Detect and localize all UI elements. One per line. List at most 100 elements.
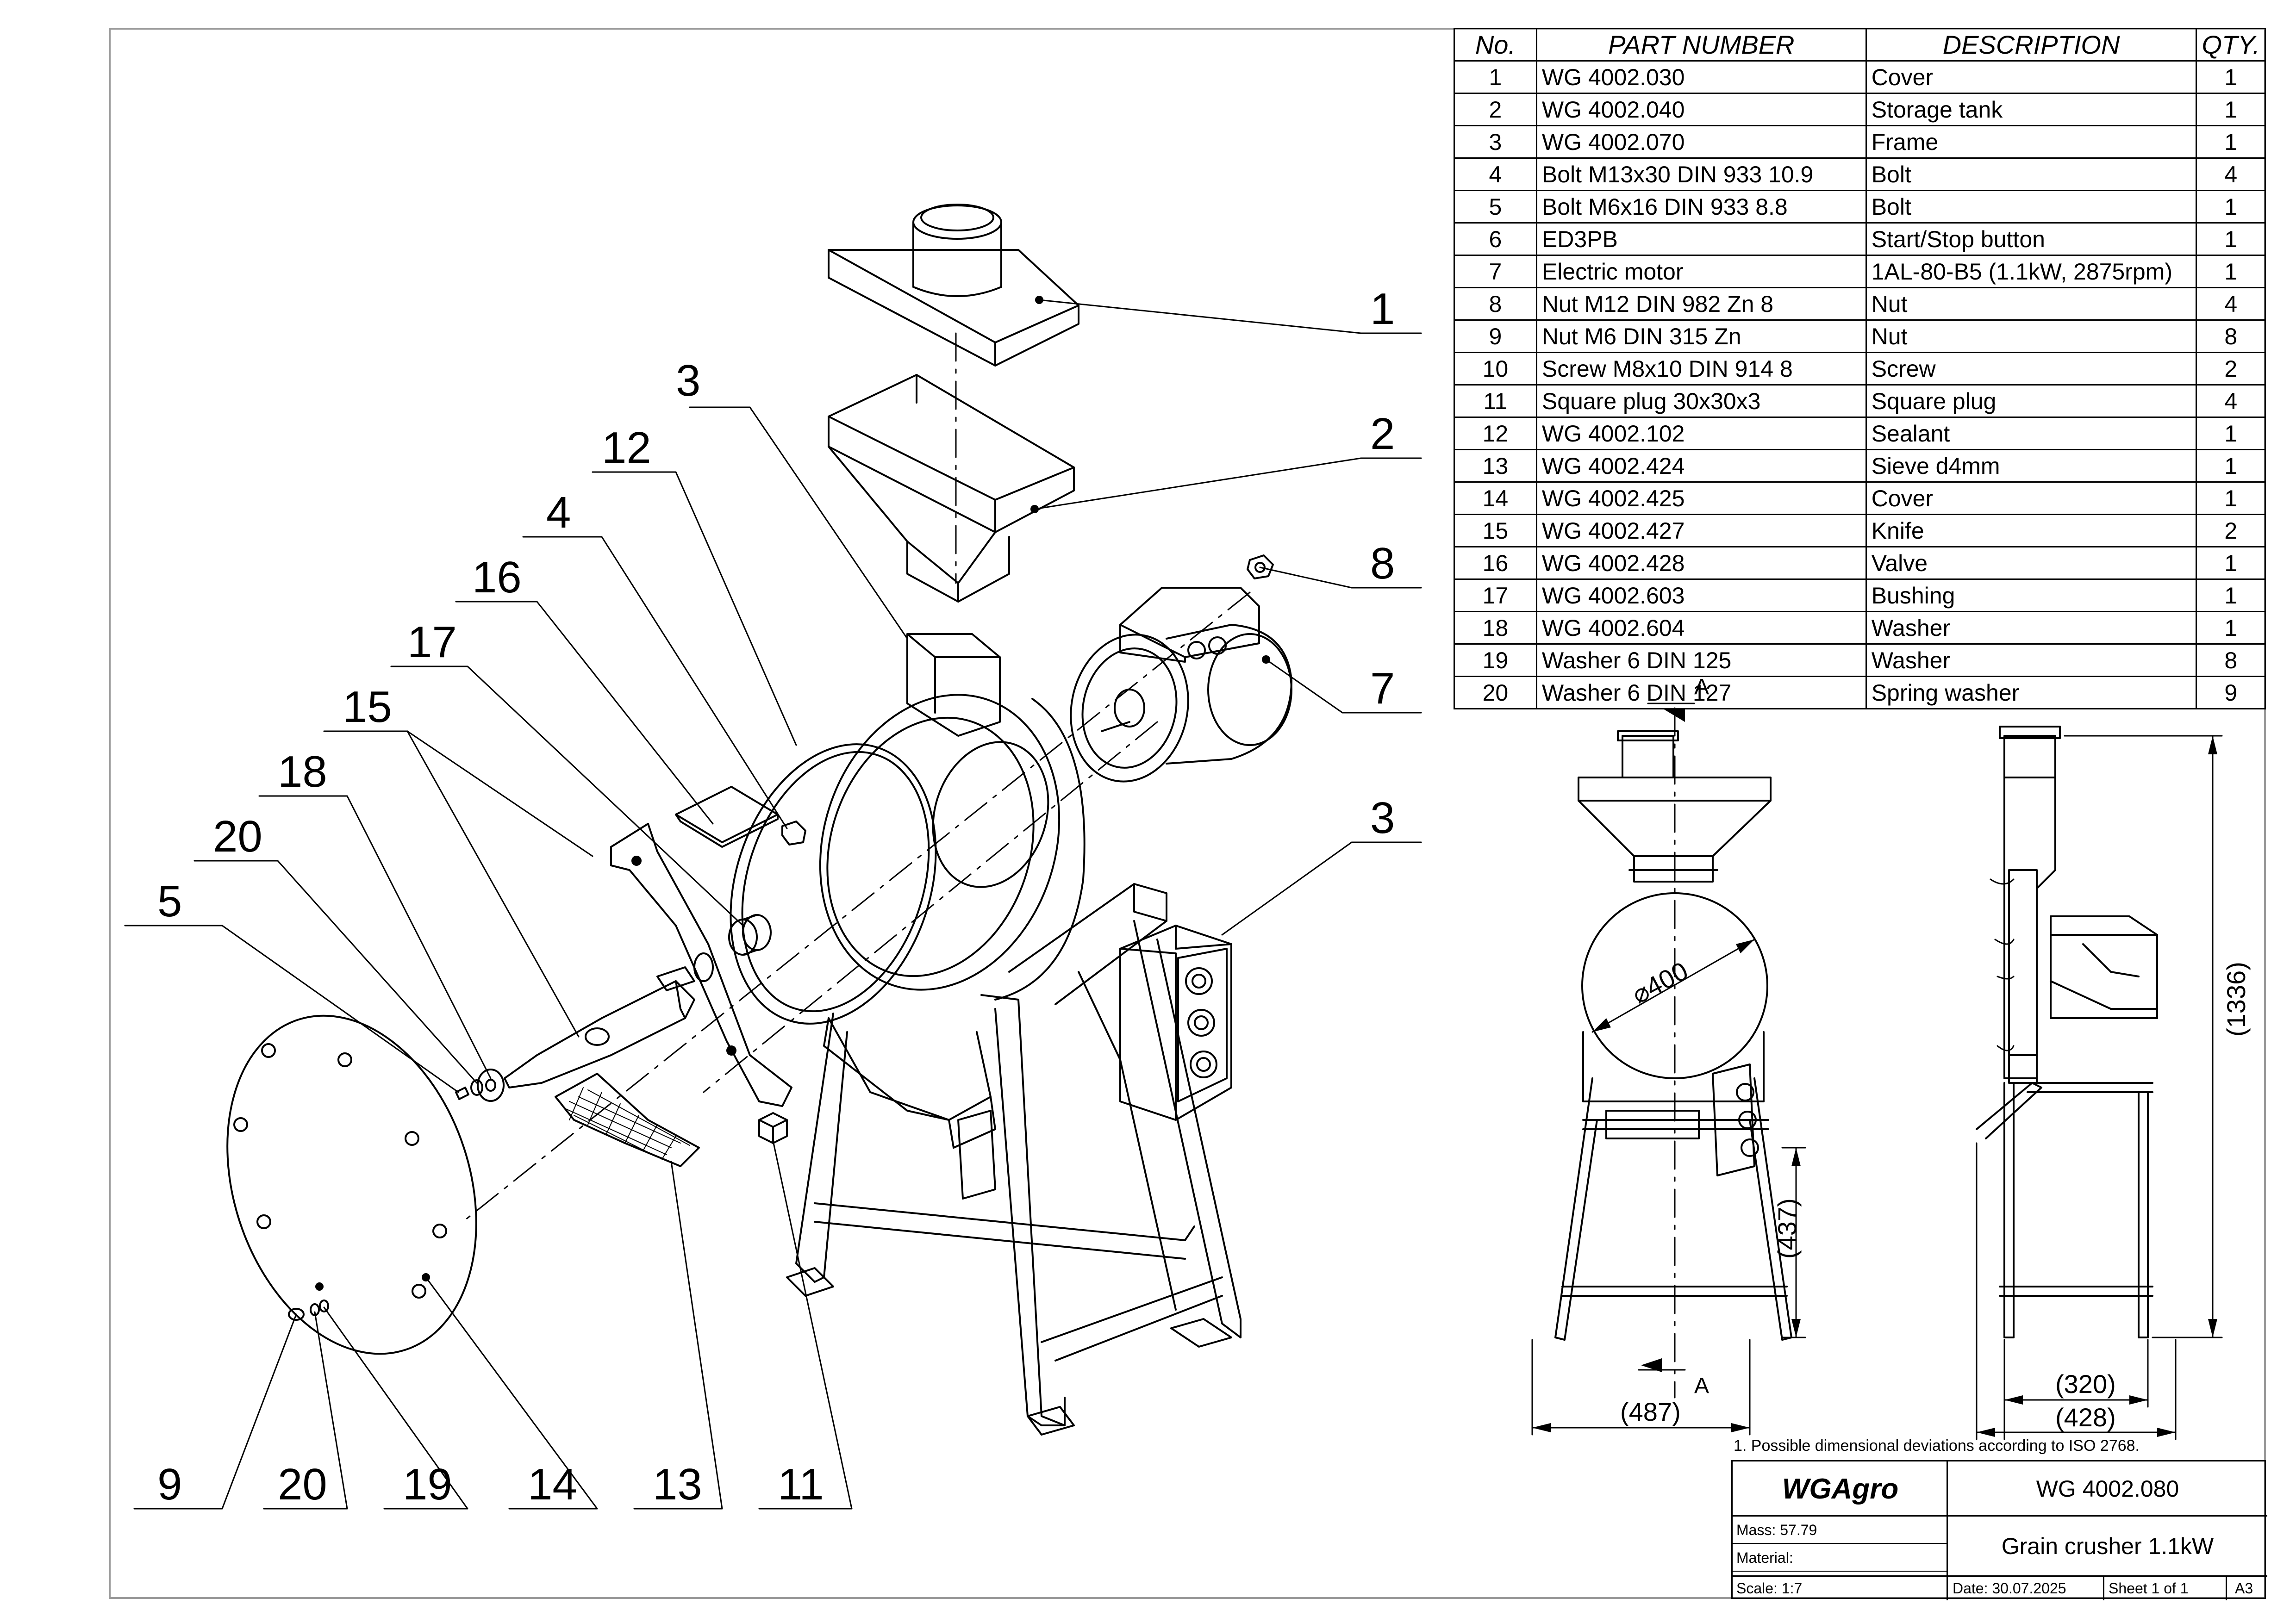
side-view: (1336) (320) (428) [1976,726,2251,1440]
part-nut-m12 [1247,554,1274,579]
callout-12: 12 [602,423,651,473]
cell-description: Valve [1865,546,2197,580]
cell-part-number: Washer 6 DIN 127 [1535,676,1867,709]
callout-5: 5 [157,877,182,926]
cell-no: 9 [1454,319,1537,353]
cell-description: Knife [1865,514,2197,547]
cell-no: 16 [1454,546,1537,580]
callout-8: 8 [1370,539,1395,588]
callout-numbers: 1 2 3 3 12 4 16 17 15 18 20 5 8 7 9 20 1… [157,284,1395,1509]
part-bolt-m13 [781,821,806,846]
cell-part-number: WG 4002.030 [1535,60,1867,94]
title-block: WGAgro WG 4002.080 Grain crusher 1.1kW M… [1731,1460,2267,1600]
cell-description: 1AL-80-B5 (1.1kW, 2875rpm) [1865,255,2197,288]
header-part-number: PART NUMBER [1535,28,1867,62]
parts-list-header: No. PART NUMBER DESCRIPTION QTY. [1454,28,2266,62]
mass-field: Mass: 57.79 [1736,1522,1817,1538]
cell-no: 7 [1454,255,1537,288]
dim-width-front: (487) [1620,1397,1681,1426]
cell-qty: 1 [2196,611,2266,645]
cell-qty: 1 [2196,125,2266,159]
callout-2: 2 [1370,409,1395,459]
cell-qty: 4 [2196,157,2266,191]
callout-3-top: 3 [676,356,700,405]
cell-qty: 4 [2196,384,2266,418]
cell-no: 15 [1454,514,1537,547]
cell-description: Bolt [1865,157,2197,191]
part-sealant-ring [730,743,937,1025]
header-description: DESCRIPTION [1865,28,2197,62]
company-logo: WGAgro [1782,1473,1899,1505]
cell-no: 13 [1454,449,1537,483]
callout-19: 19 [403,1460,452,1509]
cell-description: Sieve d4mm [1865,449,2197,483]
dim-diameter: ⌀400 [1627,956,1693,1009]
cell-part-number: WG 4002.424 [1535,449,1867,483]
cell-qty: 8 [2196,643,2266,677]
cell-no: 3 [1454,125,1537,159]
cell-part-number: WG 4002.427 [1535,514,1867,547]
exploded-view [226,204,1292,1436]
cell-part-number: WG 4002.425 [1535,481,1867,515]
callout-14: 14 [528,1460,577,1509]
format-field: A3 [2235,1580,2253,1597]
part-front-cover [226,1014,477,1355]
front-view: ⌀400 (437) [1531,675,1806,1436]
cell-part-number: WG 4002.102 [1535,417,1867,450]
part-washer-bolt-stack [455,1069,505,1102]
callout-16: 16 [472,553,522,602]
date-field: Date: 30.07.2025 [1953,1580,2066,1597]
cell-qty: 8 [2196,319,2266,353]
cell-description: Bushing [1865,578,2197,612]
cell-description: Square plug [1865,384,2197,418]
cell-part-number: Bolt M13x30 DIN 933 10.9 [1535,157,1867,191]
cell-part-number: Nut M6 DIN 315 Zn [1535,319,1867,353]
material-field: Material: [1736,1549,1793,1566]
cell-description: Screw [1865,352,2197,386]
cell-description: Cover [1865,481,2197,515]
part-frame-housing [786,633,1242,1436]
part-start-stop-button [1119,925,1232,1121]
dim-width-side-outer: (428) [2055,1403,2116,1432]
cell-part-number: Bolt M6x16 DIN 933 8.8 [1535,190,1867,224]
callout-4: 4 [546,488,571,537]
cell-description: Nut [1865,319,2197,353]
cell-no: 17 [1454,578,1537,612]
cell-qty: 1 [2196,546,2266,580]
cell-no: 18 [1454,611,1537,645]
callout-11: 11 [778,1460,824,1509]
cell-qty: 1 [2196,417,2266,450]
cell-no: 10 [1454,352,1537,386]
cell-description: Nut [1865,287,2197,321]
callout-18: 18 [278,747,327,796]
part-square-plug [758,1112,788,1144]
callout-13: 13 [653,1460,702,1509]
scale-field: Scale: 1:7 [1736,1580,1803,1597]
cell-description: Washer [1865,643,2197,677]
cell-no: 6 [1454,222,1537,256]
cell-qty: 9 [2196,676,2266,709]
cell-part-number: WG 4002.604 [1535,611,1867,645]
drawing-title: Grain crusher 1.1kW [2001,1533,2214,1559]
cell-no: 14 [1454,481,1537,515]
part-knife-cone [504,966,695,1088]
header-qty: QTY. [2196,28,2266,62]
cell-description: Sealant [1865,417,2197,450]
drawing-number: WG 4002.080 [2036,1476,2179,1502]
cell-part-number: Washer 6 DIN 125 [1535,643,1867,677]
cell-description: Start/Stop button [1865,222,2197,256]
part-cover-top [828,204,1079,367]
cell-no: 1 [1454,60,1537,94]
